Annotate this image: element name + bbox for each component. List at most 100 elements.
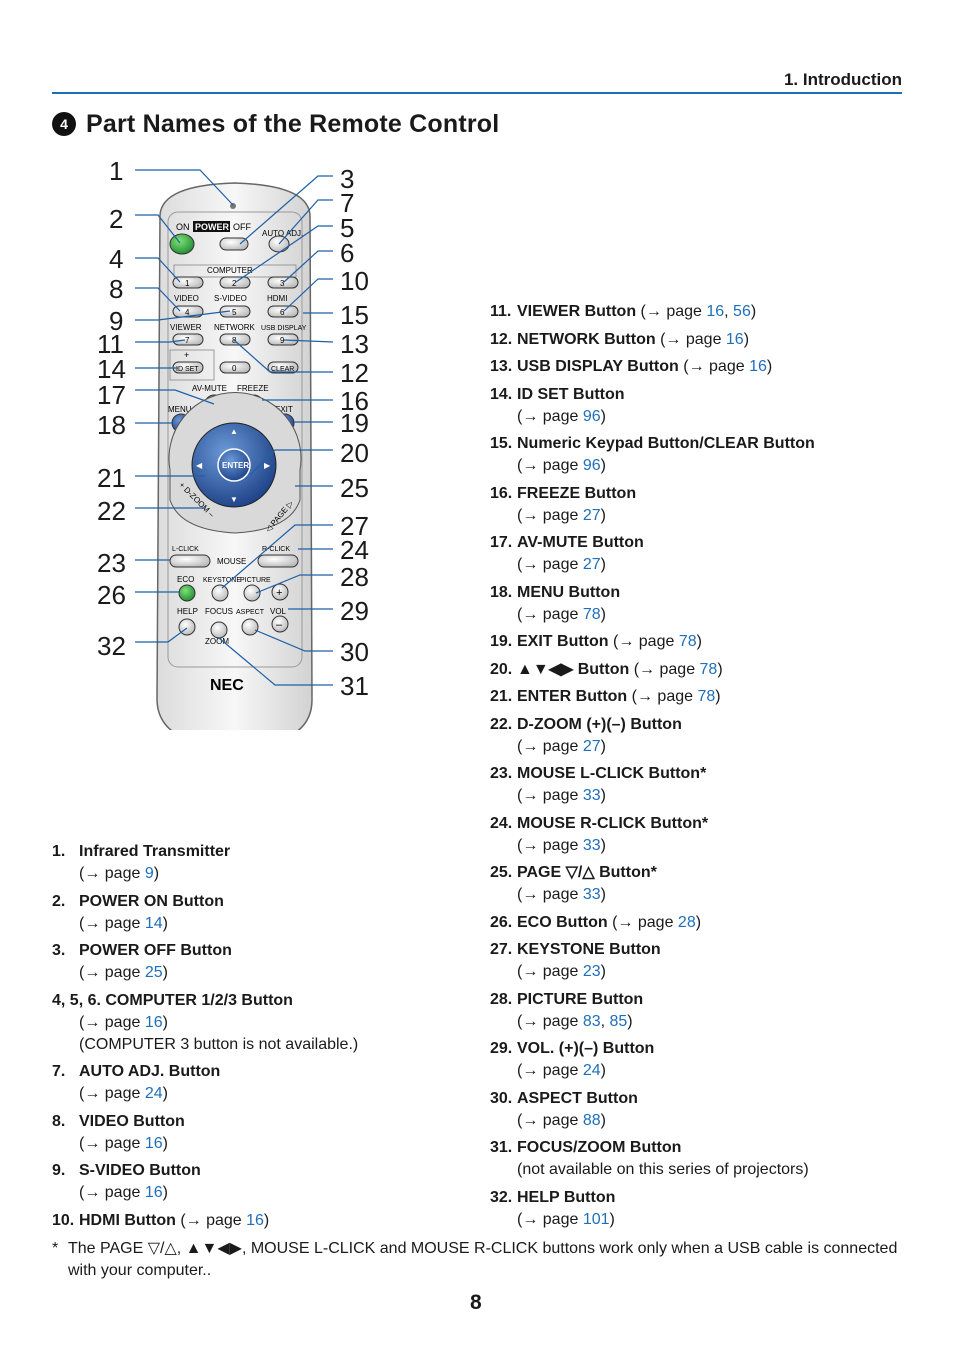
page-link[interactable]: 28 [677, 913, 696, 931]
power-on-button[interactable] [169, 233, 195, 255]
auto-adj-label: AUTO ADJ. [262, 229, 303, 238]
page-link[interactable]: 85 [609, 1012, 628, 1030]
vol-plus-button[interactable] [271, 583, 289, 601]
item-number: 2. [52, 892, 66, 910]
item-reference-line: (→ page 96) [490, 455, 910, 477]
item-heading: ECO Button (→ page 28) [490, 912, 910, 934]
page-link[interactable]: 16 [144, 1184, 163, 1201]
item-heading: Infrared Transmitter [52, 841, 452, 863]
page-link[interactable]: 16 [144, 1013, 163, 1031]
callout-28: 28 [340, 562, 369, 592]
computer-label: COMPUTER [207, 266, 253, 275]
svideo-button[interactable] [219, 305, 251, 318]
item-number: 15. [490, 435, 513, 452]
page-link[interactable]: 14 [144, 914, 163, 932]
item-heading: ENTER Button (→ page 78) [490, 686, 910, 708]
page-reference: (→ page [631, 688, 698, 705]
computer1-button[interactable] [172, 276, 204, 289]
page-reference: (→ page [517, 1111, 583, 1129]
page-link[interactable]: 78 [582, 605, 601, 623]
page-link[interactable]: 88 [582, 1111, 601, 1129]
page-link[interactable]: 16 [725, 330, 744, 348]
page-link[interactable]: 33 [582, 787, 601, 804]
item-label: VIDEO Button [79, 1112, 185, 1130]
item-heading: PICTURE Button [490, 989, 910, 1011]
network-button[interactable] [219, 333, 251, 346]
page-reference-close: ) [153, 865, 160, 882]
page-link[interactable]: 78 [678, 633, 697, 650]
video-button[interactable] [172, 305, 204, 318]
page-reference-close: ) [600, 1111, 606, 1129]
callout-4: 4 [109, 244, 123, 274]
item-heading: 4, 5, 6. COMPUTER 1/2/3 Button [52, 990, 452, 1012]
page-link[interactable]: 78 [697, 688, 716, 705]
page-link[interactable]: 33 [582, 836, 601, 854]
keystone-button[interactable] [211, 584, 229, 602]
item-number: 1. [52, 843, 66, 860]
page-link[interactable]: 78 [699, 660, 718, 678]
eco-button[interactable] [178, 584, 196, 602]
page-link[interactable]: 27 [582, 737, 601, 755]
focus-zoom-button[interactable] [210, 621, 228, 639]
item-reference-line: (→ page 24) [52, 1083, 452, 1105]
clear-button[interactable] [267, 361, 299, 374]
page-link[interactable]: 27 [582, 556, 601, 573]
down-arrow-icon: ▼ [230, 495, 238, 504]
page-link[interactable]: 101 [582, 1210, 610, 1228]
page-link[interactable]: 24 [144, 1085, 163, 1102]
page-link[interactable]: 96 [582, 407, 601, 425]
page-number: 8 [470, 1291, 482, 1314]
list-item: 24.MOUSE R-CLICK Button*(→ page 33) [490, 813, 910, 857]
svideo-label: S-VIDEO [214, 294, 247, 303]
item-label: ID SET Button [517, 385, 625, 403]
page-reference: (→ page [517, 1062, 583, 1079]
svg-text:5: 5 [232, 308, 237, 317]
viewer-button[interactable] [172, 333, 204, 346]
page-link[interactable]: 96 [582, 457, 601, 474]
r-click-button[interactable] [257, 554, 299, 568]
key0-button[interactable] [219, 361, 251, 374]
aspect-label: ASPECT [236, 609, 265, 616]
page-link[interactable]: 16 [246, 1211, 264, 1229]
item-number: 11. [490, 303, 512, 320]
usb-display-button[interactable] [267, 333, 299, 346]
footnote-marker: * [52, 1240, 59, 1257]
page-link[interactable]: 25 [144, 964, 163, 981]
svg-text:3: 3 [280, 279, 285, 288]
computer3-button[interactable] [267, 276, 299, 289]
aspect-button[interactable] [241, 618, 259, 636]
list-item: 32.HELP Button(→ page 101) [490, 1187, 910, 1231]
picture-button[interactable] [243, 584, 261, 602]
item-number: 12. [490, 330, 513, 348]
page-link[interactable]: 33 [582, 886, 601, 903]
page-reference: (→ page [517, 886, 583, 903]
l-click-button[interactable] [169, 554, 211, 568]
vol-minus-button[interactable] [271, 615, 289, 633]
page-link[interactable]: 83 [582, 1012, 601, 1030]
page-reference-close: ) [600, 407, 606, 425]
page-link[interactable]: 24 [582, 1062, 601, 1079]
item-reference-line: (→ page 88) [490, 1110, 910, 1132]
page-link[interactable]: 56 [733, 303, 751, 320]
computer2-button[interactable] [219, 276, 251, 289]
page-reference-close: ) [600, 963, 606, 980]
item-number: 30. [490, 1089, 513, 1107]
item-label: S-VIDEO Button [79, 1162, 201, 1179]
list-item: 7.AUTO ADJ. Button(→ page 24) [52, 1061, 452, 1105]
svg-text:+: + [184, 350, 189, 360]
page-link[interactable]: 16 [706, 303, 725, 320]
page-link[interactable]: 27 [582, 506, 601, 524]
help-label: HELP [177, 607, 198, 616]
page-link[interactable]: 9 [144, 865, 154, 882]
callout-32: 32 [97, 631, 126, 661]
page-link[interactable]: 16 [749, 358, 767, 375]
button-panel [167, 211, 303, 668]
item-number: 22. [490, 715, 513, 733]
hdmi-button[interactable] [267, 305, 299, 318]
page-reference-close: ) [609, 1210, 615, 1228]
page-link[interactable]: 23 [582, 963, 601, 980]
callout-31: 31 [340, 671, 369, 701]
enter-button[interactable] [217, 448, 251, 482]
page-link[interactable]: 16 [144, 1134, 163, 1152]
power-off-button[interactable] [219, 237, 249, 251]
